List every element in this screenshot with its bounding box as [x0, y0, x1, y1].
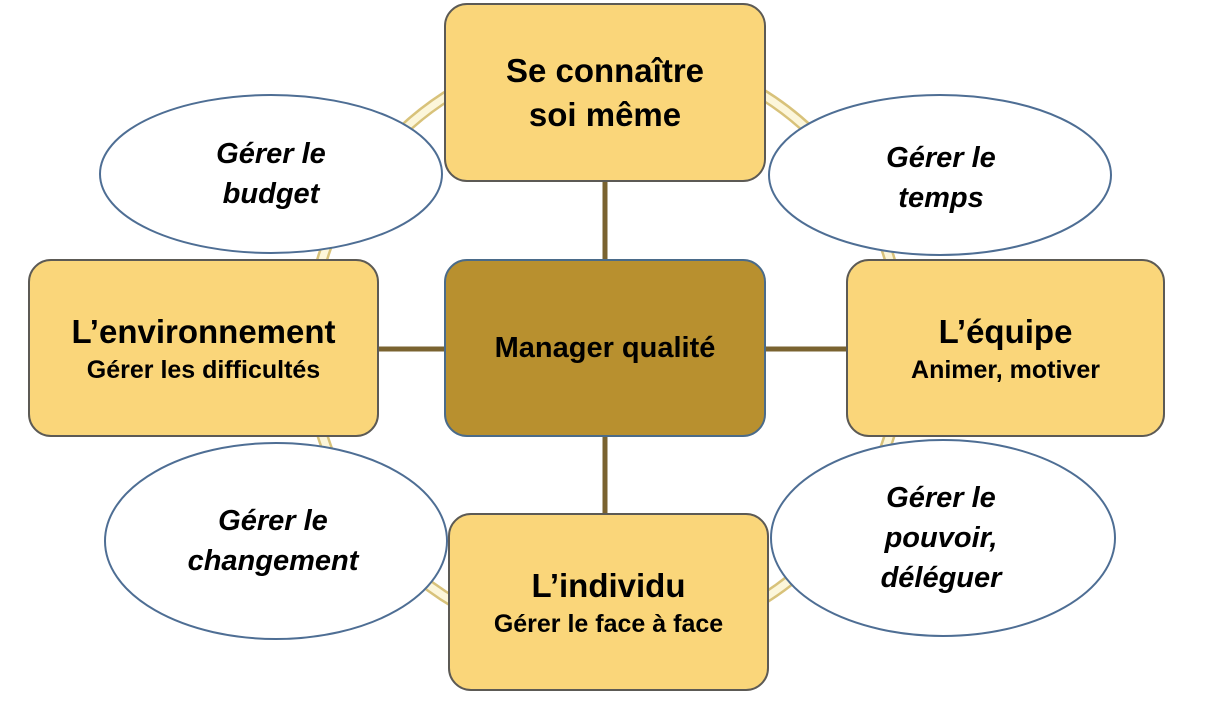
node-top-line1: Se connaître [505, 51, 705, 89]
bubble-changement-line1: Gérer le [218, 505, 328, 537]
center-box [444, 259, 766, 437]
node-bottom-box [448, 513, 769, 691]
bubble-pouvoir-line1: Gérer le [886, 482, 996, 514]
node-left-subtitle: Gérer les difficultés [86, 356, 321, 384]
node-left-box [28, 259, 379, 437]
node-left-title: L’environnement [71, 313, 336, 350]
bubble-budget-label: Gérer le budget [110, 100, 432, 248]
node-right-label: L’équipe Animer, motiver [847, 260, 1164, 436]
node-top-box [444, 3, 766, 182]
node-bottom-title: L’individu [531, 567, 686, 604]
bubble-temps-shape [768, 94, 1112, 256]
bubble-temps-line2: temps [898, 182, 984, 214]
bubble-budget-line1: Gérer le [216, 138, 326, 170]
node-top-line2: soi même [528, 95, 682, 133]
bubble-pouvoir-shape [770, 439, 1116, 637]
bubble-budget-shape [99, 94, 443, 254]
node-bottom-label: L’individu Gérer le face à face [449, 514, 768, 690]
node-left-label: L’environnement Gérer les difficultés [29, 260, 378, 436]
bubble-changement-shape [104, 442, 448, 640]
node-bottom-subtitle: Gérer le face à face [493, 610, 724, 638]
node-right-title: L’équipe [938, 313, 1073, 350]
node-right-box [846, 259, 1165, 437]
center-label: Manager qualité [445, 260, 765, 436]
bubble-budget-line2: budget [222, 178, 320, 210]
node-top-label: Se connaître soi même [445, 4, 765, 181]
center-label-text: Manager qualité [494, 332, 716, 364]
bubble-pouvoir-label: Gérer le pouvoir, déléguer [780, 478, 1102, 598]
bubble-changement-line2: changement [187, 545, 359, 577]
bubble-pouvoir-line3: déléguer [880, 562, 1002, 594]
bubble-temps-line1: Gérer le [886, 142, 996, 174]
bubble-changement-label: Gérer le changement [112, 462, 434, 620]
bubble-temps-label: Gérer le temps [780, 103, 1102, 253]
node-right-subtitle: Animer, motiver [911, 356, 1100, 384]
bubble-pouvoir-line2: pouvoir, [884, 522, 998, 554]
